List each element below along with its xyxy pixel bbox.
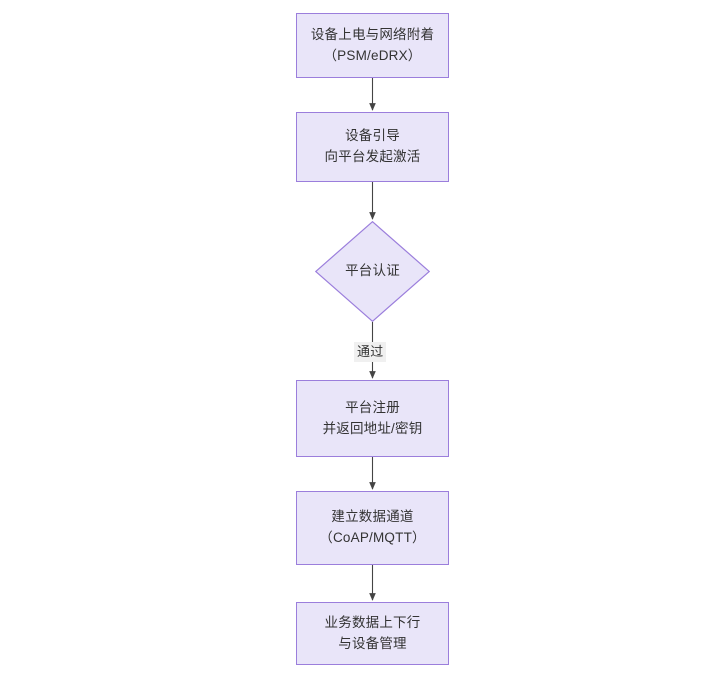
node-power-on-line-2: （PSM/eDRX） bbox=[323, 47, 422, 63]
node-platform-register-line-2: 并返回地址/密钥 bbox=[322, 420, 423, 436]
node-platform-auth[interactable]: 平台认证 bbox=[315, 221, 430, 322]
node-business-data-line-2: 与设备管理 bbox=[338, 635, 407, 651]
node-business-data[interactable]: 业务数据上下行 与设备管理 bbox=[296, 602, 449, 665]
node-data-channel-line-2: （CoAP/MQTT） bbox=[319, 530, 426, 545]
node-bootstrap-line-1: 设备引导 bbox=[345, 128, 400, 144]
node-platform-register[interactable]: 平台注册 并返回地址/密钥 bbox=[296, 380, 449, 457]
node-data-channel-line-1: 建立数据通道 bbox=[331, 509, 414, 525]
node-bootstrap-line-2: 向平台发起激活 bbox=[324, 149, 421, 164]
node-power-on[interactable]: 设备上电与网络附着 （PSM/eDRX） bbox=[296, 13, 449, 78]
node-platform-register-line-1: 平台注册 bbox=[345, 399, 400, 415]
node-platform-auth-label: 平台认证 bbox=[345, 263, 400, 279]
node-data-channel[interactable]: 建立数据通道 （CoAP/MQTT） bbox=[296, 491, 449, 565]
node-power-on-line-1: 设备上电与网络附着 bbox=[310, 26, 435, 42]
diamond-shape bbox=[315, 221, 430, 322]
node-business-data-line-1: 业务数据上下行 bbox=[324, 614, 421, 630]
edge-label-pass: 通过 bbox=[354, 342, 387, 363]
node-bootstrap[interactable]: 设备引导 向平台发起激活 bbox=[296, 112, 449, 182]
